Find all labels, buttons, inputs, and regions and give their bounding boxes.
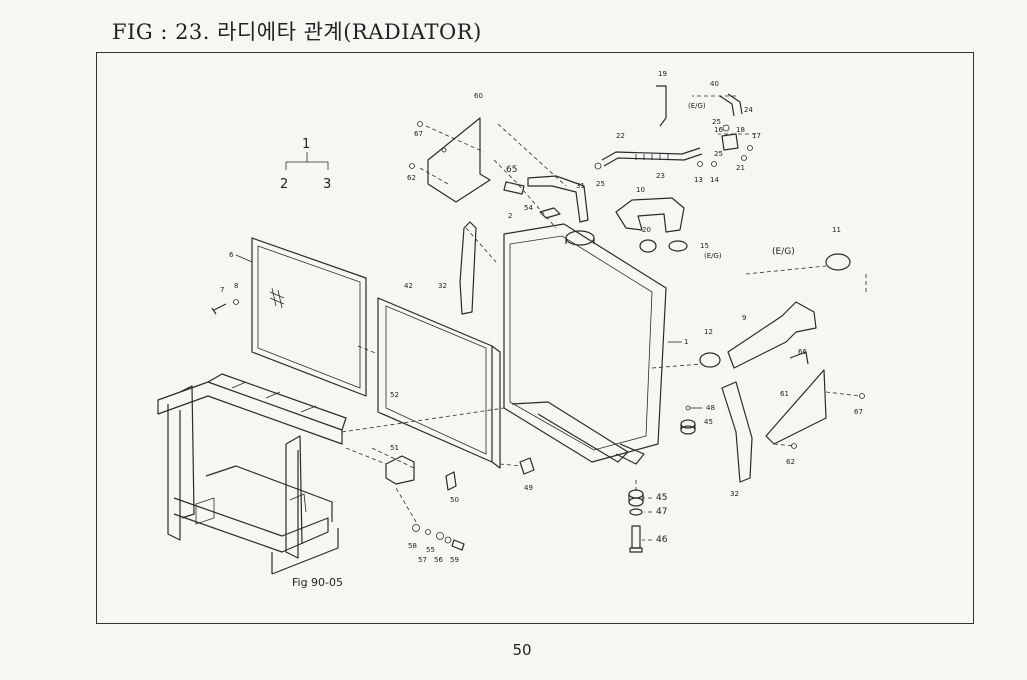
assembly-top-label: 1 (302, 137, 310, 152)
callout-11: 11 (832, 226, 841, 234)
callout-49: 49 (524, 484, 533, 492)
callout-25-left: 25 (596, 180, 605, 188)
clamp-part-12 (699, 352, 721, 368)
pipe-part-22 (601, 147, 703, 167)
callout-31: 31 (576, 182, 585, 190)
hose-part-40 (719, 93, 743, 117)
assembly-right-label: 3 (323, 177, 331, 192)
callout-60: 60 (474, 92, 483, 100)
callout-46: 46 (656, 535, 668, 545)
callout-47: 47 (656, 507, 667, 517)
callout-42: 42 (404, 282, 413, 290)
radiator-core-part (503, 223, 667, 465)
callout-18: 18 (736, 126, 745, 134)
callout-45-upper: 45 (704, 418, 713, 426)
bracket-part-51 (385, 455, 415, 485)
diagram-frame (96, 52, 974, 624)
callout-45-lower: 45 (656, 493, 667, 503)
callout-9: 9 (742, 314, 746, 322)
upper-hose-part-10 (615, 197, 685, 233)
clamp-part-11 (825, 253, 851, 271)
callout-57: 57 (418, 556, 427, 564)
callout-59: 59 (450, 556, 459, 564)
callout-15: 15 (700, 242, 709, 250)
stay-part-32-right (721, 381, 753, 483)
callout-67-right: 67 (854, 408, 863, 416)
callout-8: 8 (234, 282, 238, 290)
callout-32-left: 32 (438, 282, 447, 290)
callout-50: 50 (450, 496, 459, 504)
page-number: 50 (512, 641, 532, 659)
callout-67-top: 67 (414, 130, 423, 138)
cushion-part-45-lower (628, 489, 644, 507)
callout-48: 48 (706, 404, 715, 412)
clip-part-65 (503, 181, 525, 195)
eg-label-right: (E/G) (772, 247, 795, 257)
callout-56: 56 (434, 556, 443, 564)
bolt-part-7 (211, 299, 239, 315)
handle-part-31 (527, 175, 589, 223)
fastener-set (412, 524, 465, 551)
callout-24: 24 (744, 106, 753, 114)
bolt-part-46 (629, 525, 643, 553)
callout-16: 16 (714, 126, 723, 134)
callout-40: 40 (710, 80, 719, 88)
assembly-left-label: 2 (280, 177, 288, 192)
assembly-bracket: 1 2 3 (280, 137, 331, 192)
reference-note: Fig 90-05 (292, 576, 343, 589)
bracket-part-19 (656, 85, 667, 127)
bracket-part-60 (427, 117, 491, 203)
callout-55: 55 (426, 546, 435, 554)
bolt-part-49 (519, 457, 535, 475)
shroud-frame-part-42 (377, 297, 501, 469)
callout-14: 14 (710, 176, 719, 184)
bolt-part-50 (445, 471, 457, 491)
clamp-part-20 (639, 239, 657, 253)
cushion-part-45-upper (680, 419, 696, 435)
callout-62-right: 62 (786, 458, 795, 466)
callout-66: 66 (798, 348, 807, 356)
callout-17: 17 (752, 132, 761, 140)
exploded-parts-diagram: 1 2 3 Fig 90-05 6 7 8 42 52 (157, 70, 867, 589)
page-title: FIG : 23. 라디에타 관계(RADIATOR) (112, 20, 482, 44)
callout-25-top: 25 (712, 118, 721, 126)
callout-2: 2 (508, 212, 512, 220)
lower-hose-part-9 (727, 301, 817, 369)
bracket-part-61 (765, 351, 827, 445)
callout-23: 23 (656, 172, 665, 180)
fitting-cluster (697, 124, 753, 167)
callout-65: 65 (506, 165, 517, 175)
callout-13: 13 (694, 176, 703, 184)
callout-20: 20 (642, 226, 651, 234)
callout-1: 1 (684, 338, 688, 346)
callout-51: 51 (390, 444, 399, 452)
callout-52: 52 (390, 391, 399, 399)
callout-54: 54 (524, 204, 533, 212)
callout-21: 21 (736, 164, 745, 172)
pad-part-54 (539, 207, 561, 219)
callout-62-top: 62 (407, 174, 416, 182)
callout-58: 58 (408, 542, 417, 550)
eg-label-top: (E/G) (688, 102, 706, 110)
screen-part-6 (251, 237, 367, 397)
callout-10: 10 (636, 186, 645, 194)
washer-part-47 (629, 508, 643, 516)
callout-6: 6 (229, 251, 234, 259)
callout-25-mid: 25 (714, 150, 723, 158)
clamp-part-15 (668, 240, 688, 252)
eg-label-hose: (E/G) (704, 252, 722, 260)
mounting-frame-part (157, 373, 347, 575)
callout-22: 22 (616, 132, 625, 140)
callout-61: 61 (780, 390, 789, 398)
stay-part-32-left (459, 221, 477, 315)
callout-12: 12 (704, 328, 713, 336)
callout-32-right: 32 (730, 490, 739, 498)
callout-19: 19 (658, 70, 667, 78)
callout-7: 7 (220, 286, 224, 294)
